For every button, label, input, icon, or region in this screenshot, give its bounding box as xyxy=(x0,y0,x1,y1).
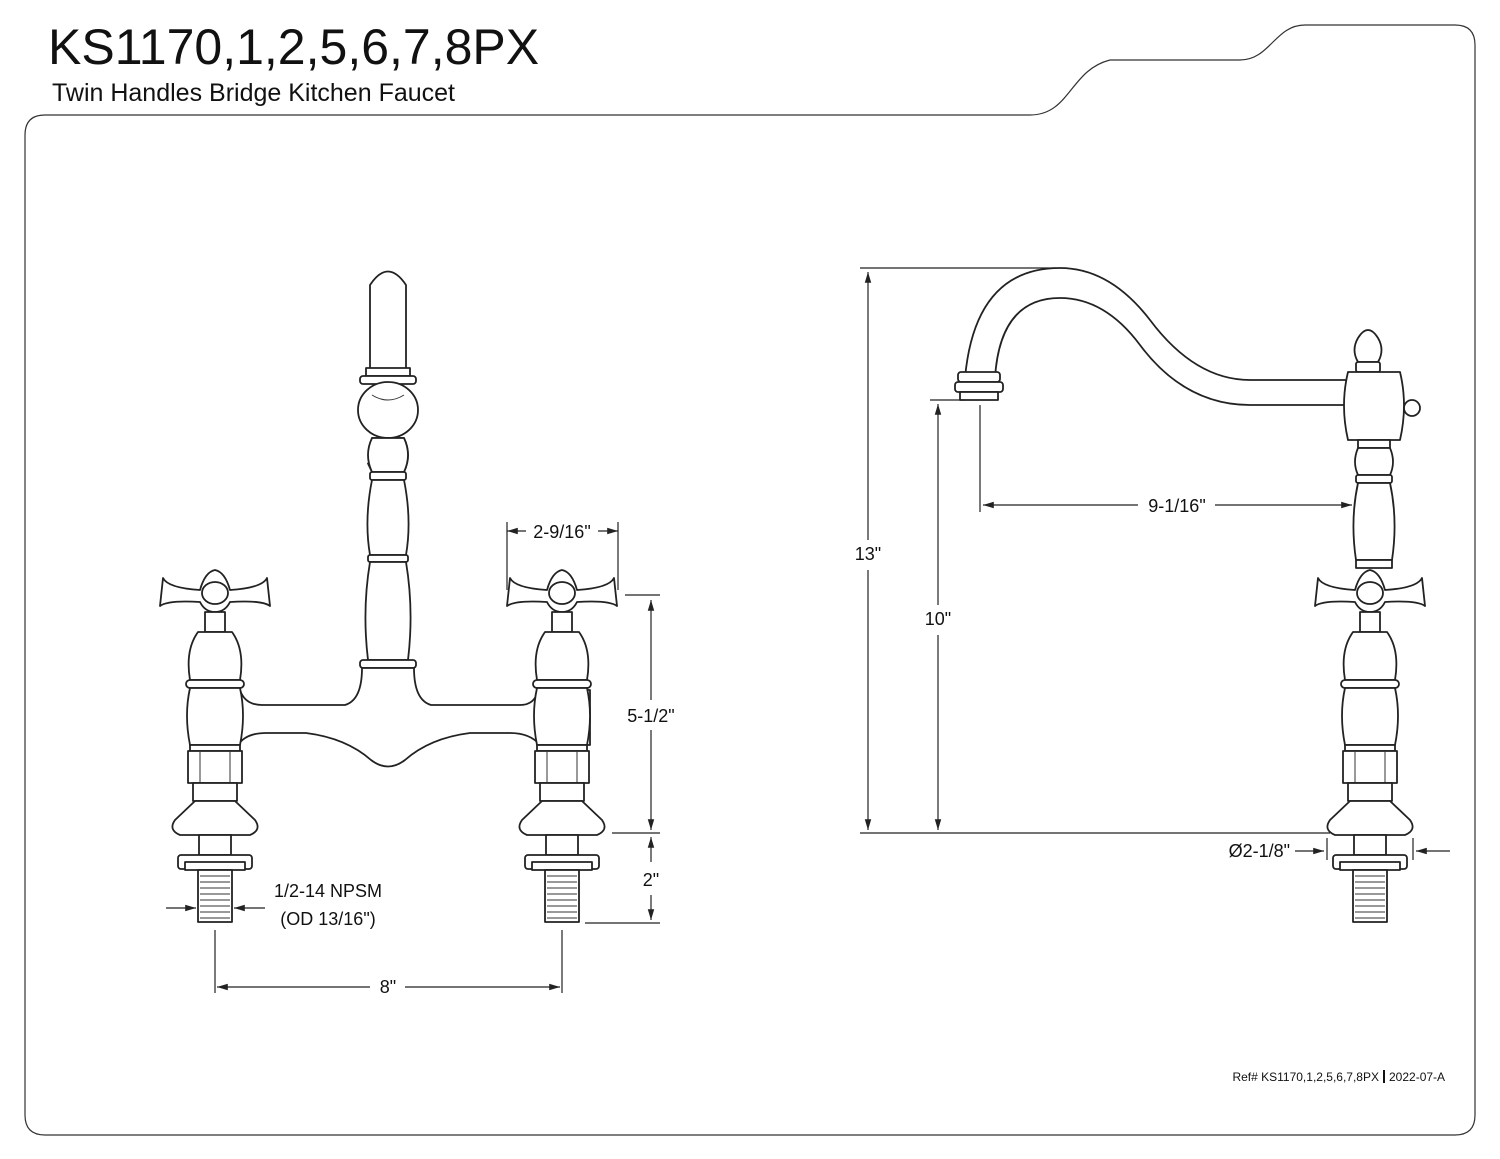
revision-code: 2022-07-A xyxy=(1389,1070,1445,1084)
side-view-dimensions: 13" 10" 9-1/16" Ø2-1/8" xyxy=(855,267,1450,861)
front-view-dimensions: 2-9/16" 5-1/2" 2" 1/2-14 NPSM (OD 13/16"… xyxy=(166,522,675,997)
right-valve xyxy=(506,569,618,923)
spout-height-label: 10" xyxy=(925,609,951,629)
left-valve xyxy=(159,569,271,923)
front-view-faucet xyxy=(159,270,618,923)
center-spacing-label: 8" xyxy=(380,977,396,997)
spout-reach-label: 9-1/16" xyxy=(1148,496,1205,516)
sheet-frame xyxy=(24,24,1476,1136)
shank-length-label: 2" xyxy=(643,870,659,890)
model-title: KS1170,1,2,5,6,7,8PX xyxy=(48,19,539,75)
side-view-faucet xyxy=(954,267,1426,923)
valve-height-label: 5-1/2" xyxy=(627,706,674,726)
reference-number: Ref# KS1170,1,2,5,6,7,8PX xyxy=(1232,1070,1379,1084)
flange-diameter-label: Ø2-1/8" xyxy=(1229,841,1290,861)
overall-height-label: 13" xyxy=(855,544,881,564)
handle-width-label: 2-9/16" xyxy=(533,522,590,542)
thread-od-label: (OD 13/16") xyxy=(280,909,375,929)
product-subtitle: Twin Handles Bridge Kitchen Faucet xyxy=(52,79,455,107)
footer-separator xyxy=(1383,1070,1385,1083)
thread-spec-label: 1/2-14 NPSM xyxy=(274,881,382,901)
